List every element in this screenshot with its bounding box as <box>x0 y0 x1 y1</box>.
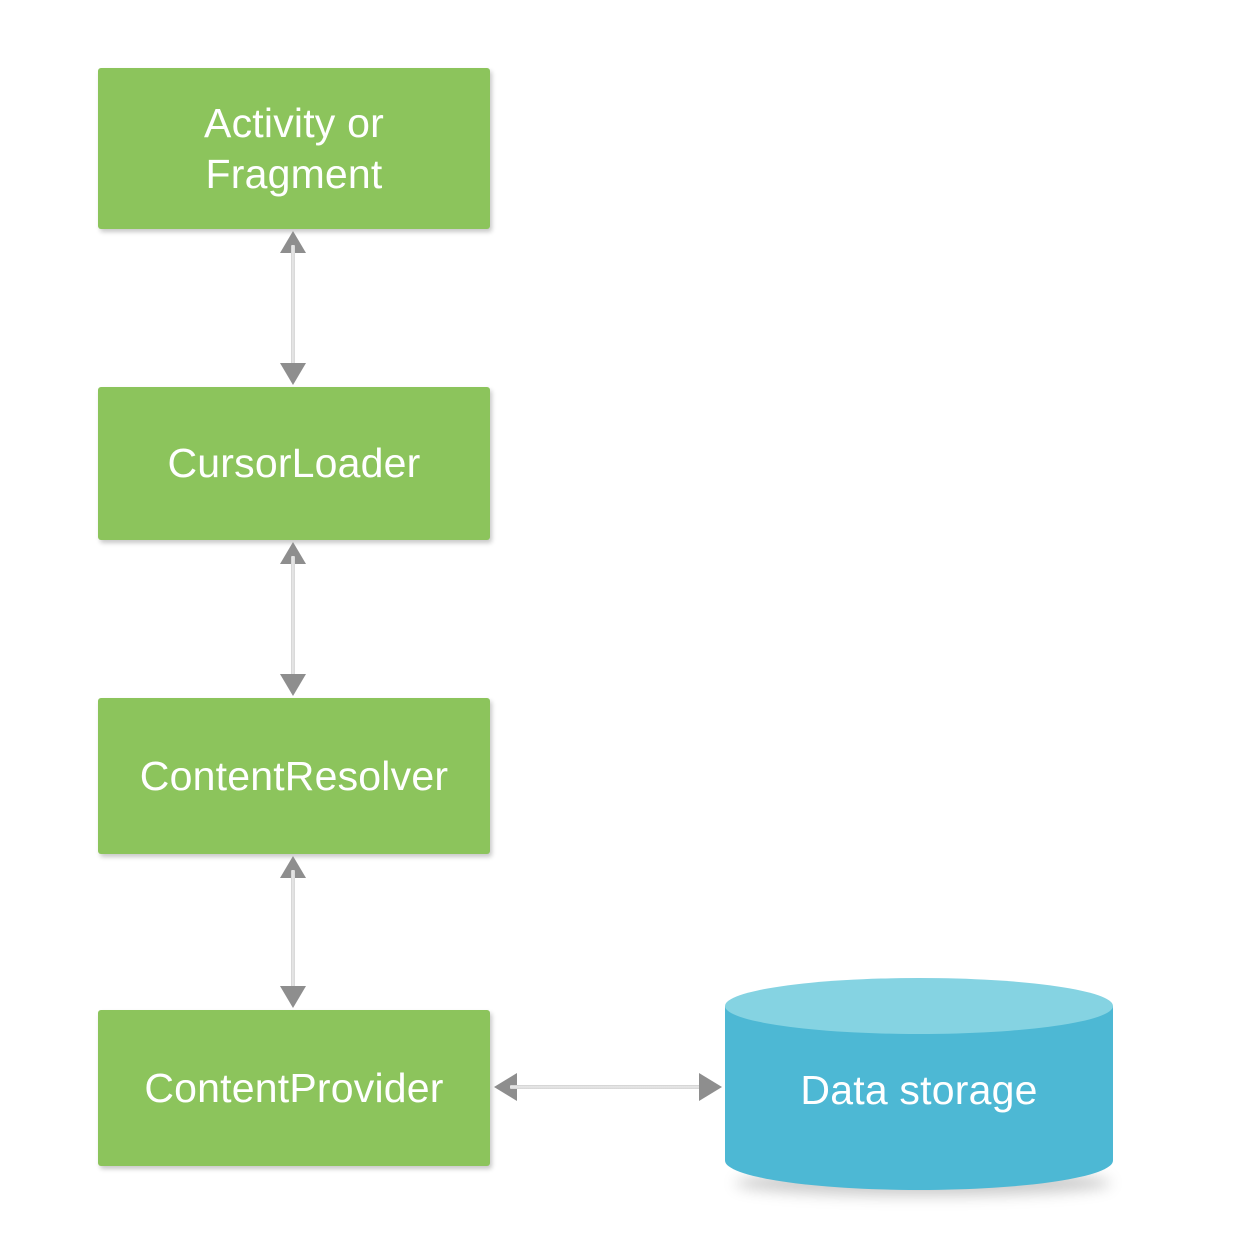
arrow-contentprovider-to-data-storage <box>494 1070 722 1106</box>
arrowhead-up-icon <box>280 856 306 878</box>
arrow-shaft <box>510 1085 706 1089</box>
arrowhead-up-icon <box>280 542 306 564</box>
arrowhead-right-icon <box>699 1073 722 1101</box>
node-activity-or-fragment[interactable]: Activity or Fragment <box>98 68 490 229</box>
node-contentprovider-label: ContentProvider <box>144 1064 444 1111</box>
cylinder-top-ellipse <box>725 978 1113 1034</box>
arrow-cursorloader-to-contentresolver <box>276 542 310 696</box>
arrowhead-down-icon <box>280 674 306 696</box>
node-cursorloader-label: CursorLoader <box>167 440 421 487</box>
arrow-shaft <box>291 556 295 682</box>
arrow-shaft <box>291 245 295 371</box>
arrow-shaft <box>291 870 295 994</box>
arrowhead-down-icon <box>280 986 306 1008</box>
arrow-contentresolver-to-contentprovider <box>276 856 310 1008</box>
arrowhead-up-icon <box>280 231 306 253</box>
node-data-storage[interactable]: Data storage <box>725 978 1113 1196</box>
node-contentresolver[interactable]: ContentResolver <box>98 698 490 854</box>
arrowhead-down-icon <box>280 363 306 385</box>
node-activity-or-fragment-label: Activity or Fragment <box>204 100 384 197</box>
node-contentprovider[interactable]: ContentProvider <box>98 1010 490 1166</box>
arrow-activity-to-cursorloader <box>276 231 310 385</box>
node-contentresolver-label: ContentResolver <box>139 752 449 799</box>
cylinder-body <box>725 1006 1113 1190</box>
arrowhead-left-icon <box>494 1073 517 1101</box>
node-cursorloader[interactable]: CursorLoader <box>98 387 490 540</box>
node-data-storage-label: Data storage <box>800 1066 1038 1113</box>
